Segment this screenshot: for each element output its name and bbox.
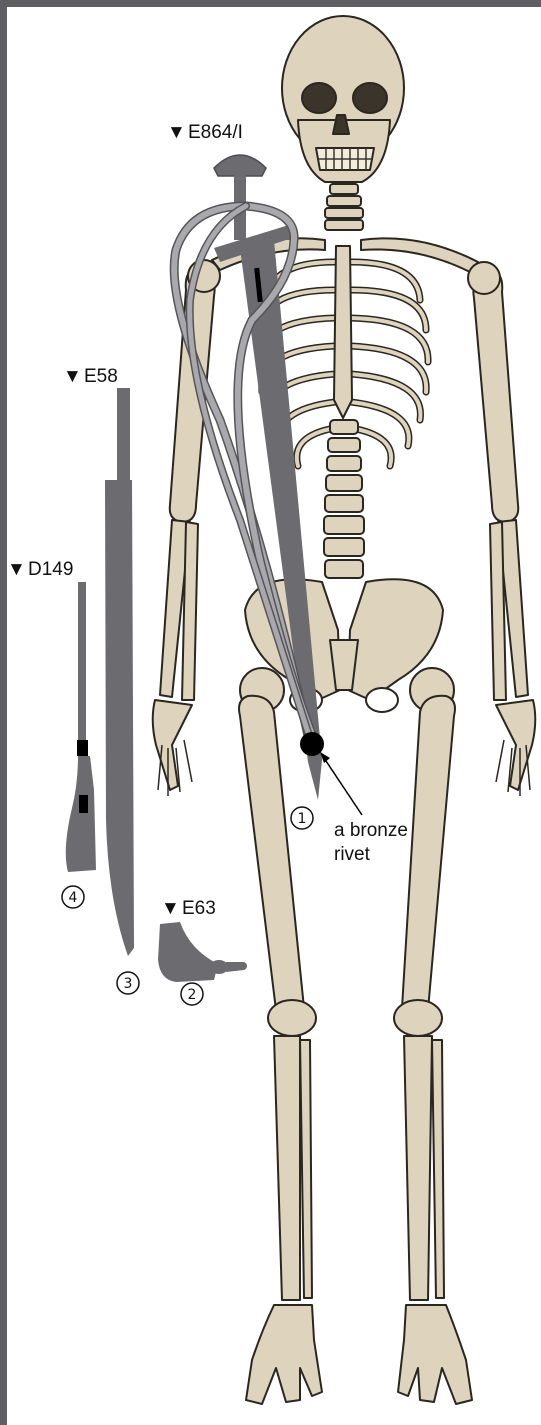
triangle-marker: ▼	[161, 898, 180, 919]
sternum	[334, 246, 352, 418]
number-4-text: 4	[69, 890, 78, 906]
number-1-text: 1	[298, 811, 307, 827]
number-3: 3	[117, 972, 139, 994]
number-2-text: 2	[188, 987, 197, 1003]
skeleton	[153, 16, 536, 1404]
cervical-spine	[325, 184, 363, 230]
leg-left	[239, 668, 322, 1404]
label-e864-text: E864/I	[188, 122, 243, 143]
number-2: 2	[181, 983, 203, 1005]
label-e864: ▼ E864/I	[167, 122, 243, 143]
triangle-marker: ▼	[7, 559, 26, 580]
object-e63	[158, 922, 247, 982]
knife-d149	[66, 582, 96, 872]
burial-diagram: ▼ E864/I ▼ E58 ▼ D149 ▼ E63 a bronze riv…	[7, 7, 541, 1425]
label-d149: ▼ D149	[7, 559, 73, 580]
number-3-text: 3	[124, 976, 133, 992]
rivet-label-line1: a bronze	[334, 820, 408, 841]
label-e58: ▼ E58	[63, 366, 118, 387]
label-e58-text: E58	[84, 366, 118, 387]
rivet-arrow	[320, 752, 362, 815]
triangle-marker: ▼	[63, 366, 82, 387]
leg-right	[394, 668, 472, 1404]
number-4: 4	[62, 886, 84, 908]
skull	[282, 16, 404, 182]
blade-e58	[105, 388, 134, 956]
rivet-label-line2: rivet	[334, 844, 371, 865]
figure-canvas: ▼ E864/I ▼ E58 ▼ D149 ▼ E63 a bronze riv…	[7, 7, 541, 1425]
triangle-marker: ▼	[167, 122, 186, 143]
label-e63-text: E63	[182, 898, 216, 919]
spine	[324, 420, 364, 578]
sword-pommel	[214, 155, 266, 176]
number-1: 1	[291, 807, 313, 829]
rivet-label: a bronze rivet	[334, 820, 408, 865]
arm-right	[468, 262, 535, 796]
label-e63: ▼ E63	[161, 898, 216, 919]
label-d149-text: D149	[28, 559, 73, 580]
